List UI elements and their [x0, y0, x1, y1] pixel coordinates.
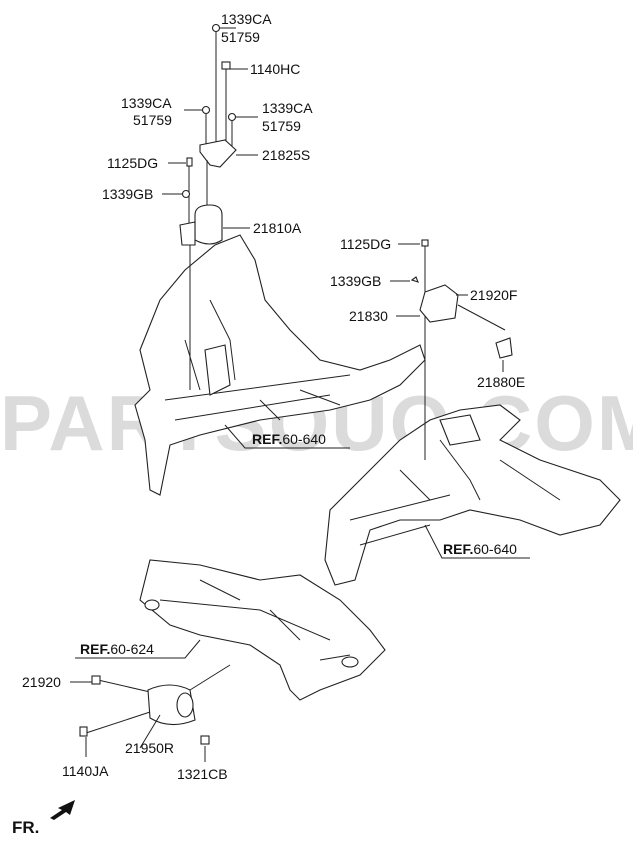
transmission-mount-assembly: [410, 239, 513, 460]
front-subframe-crossmember: [139, 559, 386, 701]
front-direction-label: FR.: [12, 818, 39, 837]
right-front-side-member: [324, 404, 621, 586]
ref-link-60-624[interactable]: REF.60-624: [80, 641, 154, 657]
label-1339ca-right: 1339CA: [262, 100, 313, 116]
arrow-front-left-icon: [50, 800, 75, 820]
label-51759-left: 51759: [133, 112, 172, 128]
label-21950r: 21950R: [125, 740, 174, 756]
label-21920: 21920: [22, 674, 61, 690]
label-21810a: 21810A: [253, 220, 302, 236]
leader-lines: [70, 27, 530, 762]
label-51759-right: 51759: [262, 118, 301, 134]
label-1339ca-top: 1339CA: [221, 11, 272, 27]
label-1140hc: 1140HC: [250, 61, 300, 77]
label-21830: 21830: [349, 308, 388, 324]
label-1339gb-right: 1339GB: [330, 273, 381, 289]
label-1125dg-right: 1125DG: [340, 236, 391, 252]
label-21920f: 21920F: [470, 287, 517, 303]
label-1339ca-left: 1339CA: [121, 95, 172, 111]
ref-link-60-640-right[interactable]: REF.60-640: [443, 541, 517, 557]
engine-mount-top-assembly: [179, 23, 237, 390]
ref-link-60-640-left[interactable]: REF.60-640: [252, 431, 326, 447]
label-21825s: 21825S: [262, 147, 310, 163]
roll-stopper-mount-assembly: [79, 664, 231, 745]
label-1339gb-left: 1339GB: [102, 186, 153, 202]
label-1125dg-left: 1125DG: [107, 155, 158, 171]
label-1321cb: 1321CB: [177, 766, 228, 782]
label-1140ja: 1140JA: [62, 763, 109, 779]
label-51759-top: 51759: [221, 29, 260, 45]
label-21880e: 21880E: [477, 374, 525, 390]
